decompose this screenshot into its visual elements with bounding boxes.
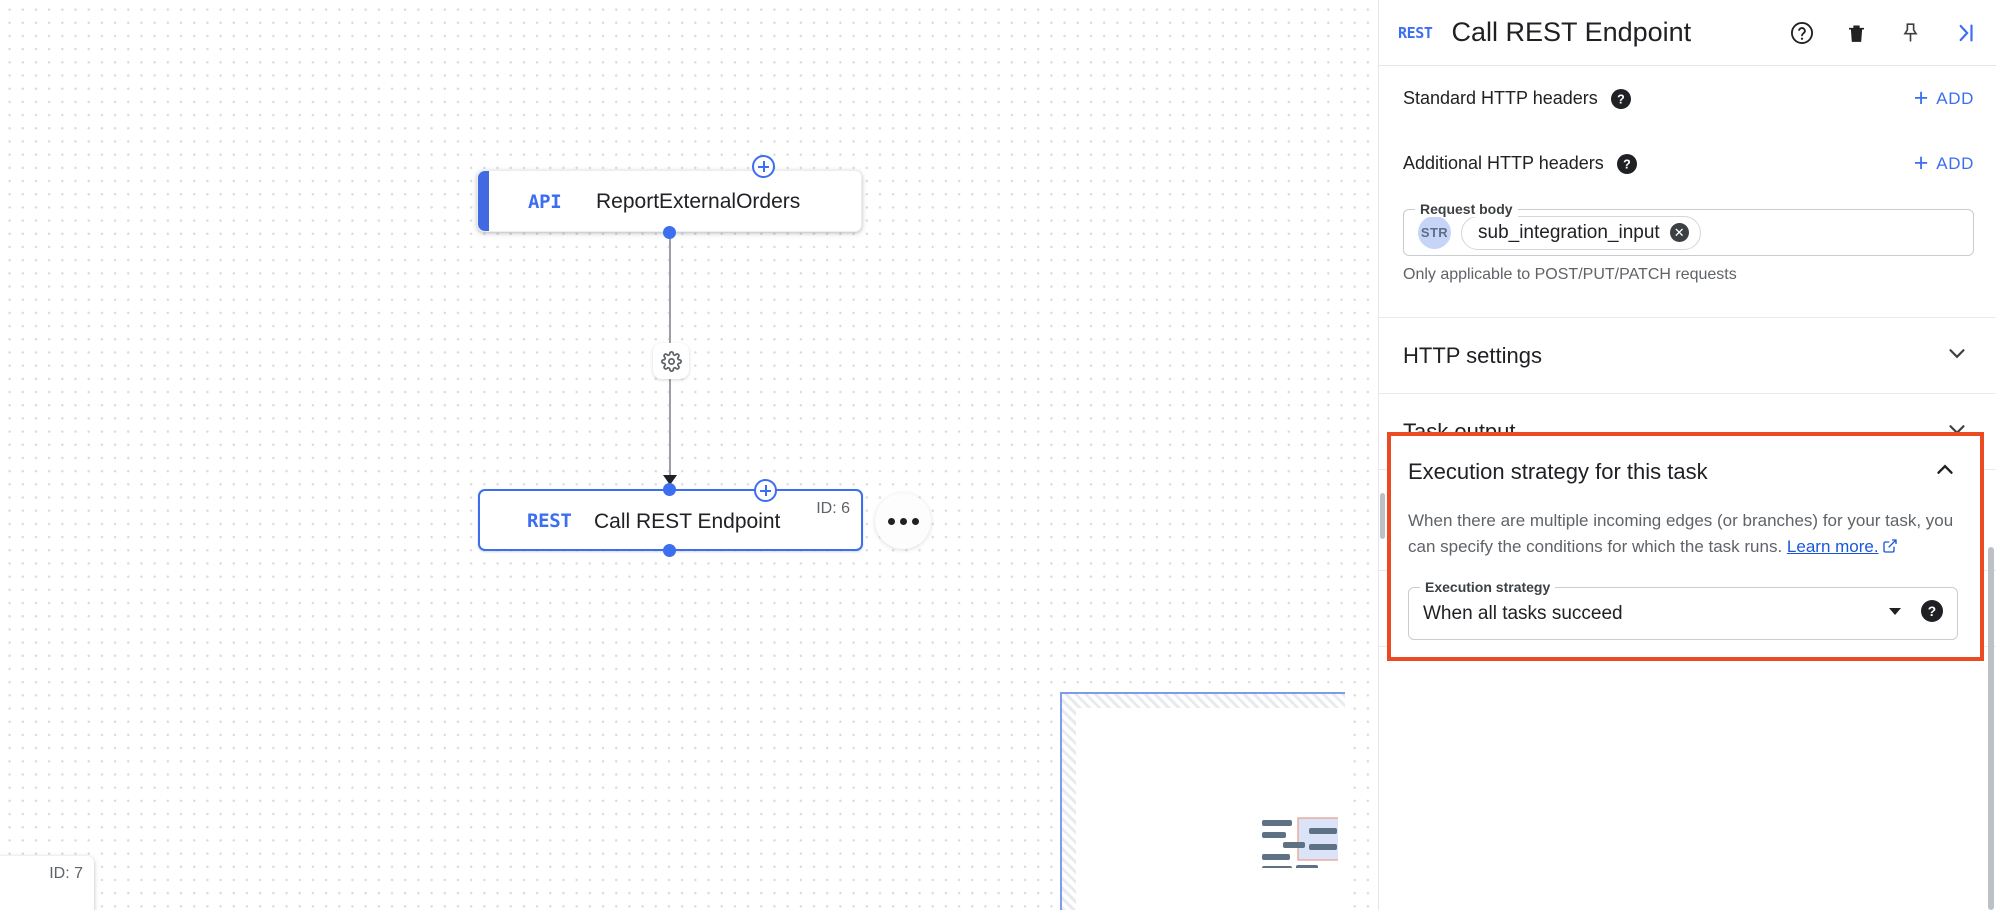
svg-text:?: ?: [1617, 92, 1625, 106]
request-body-helper-text: Only applicable to POST/PUT/PATCH reques…: [1403, 266, 1737, 283]
help-circle-icon[interactable]: [1789, 20, 1815, 46]
node-input-port[interactable]: [663, 483, 676, 496]
close-icon[interactable]: ✕: [1669, 223, 1689, 242]
panel-type-badge: REST: [1398, 23, 1433, 42]
node-output-port[interactable]: [663, 544, 676, 557]
workflow-node-rest[interactable]: REST Call REST Endpoint ID: 6: [478, 489, 863, 551]
plus-icon: +: [1913, 84, 1929, 112]
add-label: ADD: [1936, 153, 1974, 173]
add-additional-header-button[interactable]: + ADD: [1914, 151, 1974, 176]
trash-icon[interactable]: [1844, 20, 1869, 45]
plus-circle-icon[interactable]: [752, 155, 775, 178]
node-type-badge: REST: [527, 510, 572, 532]
node-type-badge: API: [528, 191, 562, 213]
svg-text:?: ?: [1928, 604, 1936, 619]
type-badge-str: STR: [1418, 216, 1451, 249]
workflow-canvas[interactable]: API ReportExternalOrders REST Call REST …: [0, 0, 1378, 910]
divider: [1379, 393, 1996, 394]
panel-scrollbar[interactable]: [1988, 547, 1994, 910]
page-title: Call REST Endpoint: [1451, 17, 1692, 47]
chip-label: sub_integration_input: [1478, 221, 1660, 243]
execution-strategy-legend: Execution strategy: [1420, 579, 1556, 595]
help-icon[interactable]: ?: [1610, 88, 1631, 109]
request-body-field[interactable]: Request body STR sub_integration_input ✕: [1403, 201, 1974, 256]
plus-circle-icon[interactable]: [754, 479, 777, 502]
chevron-down-icon[interactable]: [1887, 603, 1903, 624]
section-title: HTTP settings: [1403, 342, 1542, 368]
task-config-panel: REST Call REST Endpoint: [1378, 0, 1996, 910]
node-label: ReportExternalOrders: [596, 190, 801, 213]
dot: [911, 517, 919, 525]
pin-icon[interactable]: [1898, 20, 1923, 45]
additional-http-headers-label: Additional HTTP headers: [1403, 153, 1604, 173]
data-mapping-icon: [1262, 817, 1338, 868]
subworkflow-panel-body: [1076, 708, 1345, 910]
dot: [887, 517, 895, 525]
divider: [1379, 317, 1996, 318]
node-id-label: ID: 6: [816, 500, 850, 517]
collapse-panel-icon[interactable]: [1952, 20, 1978, 46]
learn-more-link[interactable]: Learn more.: [1786, 537, 1879, 556]
chevron-down-icon[interactable]: [1944, 340, 1970, 371]
plus-icon: +: [1913, 149, 1929, 177]
edge-arrowhead: [663, 475, 677, 485]
section-execution-strategy-highlighted[interactable]: Execution strategy for this task When th…: [1387, 432, 1984, 661]
add-standard-header-button[interactable]: + ADD: [1914, 86, 1974, 111]
external-link-icon[interactable]: [1882, 536, 1898, 562]
workflow-node-clipped[interactable]: ID: 7: [0, 856, 94, 910]
standard-http-headers-label: Standard HTTP headers: [1403, 88, 1598, 108]
additional-http-headers-row: Additional HTTP headers ? + ADD: [1379, 131, 1996, 196]
description-text: When there are multiple incoming edges (…: [1408, 511, 1954, 556]
help-icon[interactable]: ?: [1616, 153, 1637, 174]
subworkflow-panel[interactable]: [1060, 692, 1345, 910]
panel-header: REST Call REST Endpoint: [1379, 0, 1996, 66]
node-id-label: ID: 7: [49, 865, 83, 882]
request-body-legend: Request body: [1415, 201, 1518, 217]
chevron-up-icon[interactable]: [1932, 457, 1958, 488]
add-label: ADD: [1936, 88, 1974, 108]
workflow-node-api[interactable]: API ReportExternalOrders: [477, 170, 862, 232]
gear-icon[interactable]: [653, 343, 689, 379]
more-options-icon[interactable]: [875, 493, 931, 549]
execution-strategy-description: When there are multiple incoming edges (…: [1408, 508, 1954, 562]
dot: [899, 517, 907, 525]
standard-http-headers-row: Standard HTTP headers ? + ADD: [1379, 66, 1996, 131]
section-title: Execution strategy for this task: [1408, 459, 1708, 484]
request-body-variable-chip[interactable]: sub_integration_input ✕: [1461, 215, 1701, 250]
node-output-port[interactable]: [663, 226, 676, 239]
node-accent-bar: [478, 171, 489, 231]
node-label: Call REST Endpoint: [594, 510, 781, 533]
section-http-settings[interactable]: HTTP settings: [1379, 318, 1996, 393]
execution-strategy-value: When all tasks succeed: [1423, 602, 1623, 624]
execution-strategy-select[interactable]: Execution strategy When all tasks succee…: [1408, 579, 1958, 640]
panel-header-actions: [1789, 20, 1978, 46]
section-execution-strategy-header[interactable]: Execution strategy for this task: [1391, 436, 1980, 508]
section-scrollbar[interactable]: [1380, 493, 1385, 539]
svg-text:?: ?: [1623, 157, 1631, 171]
help-icon[interactable]: ?: [1921, 600, 1943, 627]
